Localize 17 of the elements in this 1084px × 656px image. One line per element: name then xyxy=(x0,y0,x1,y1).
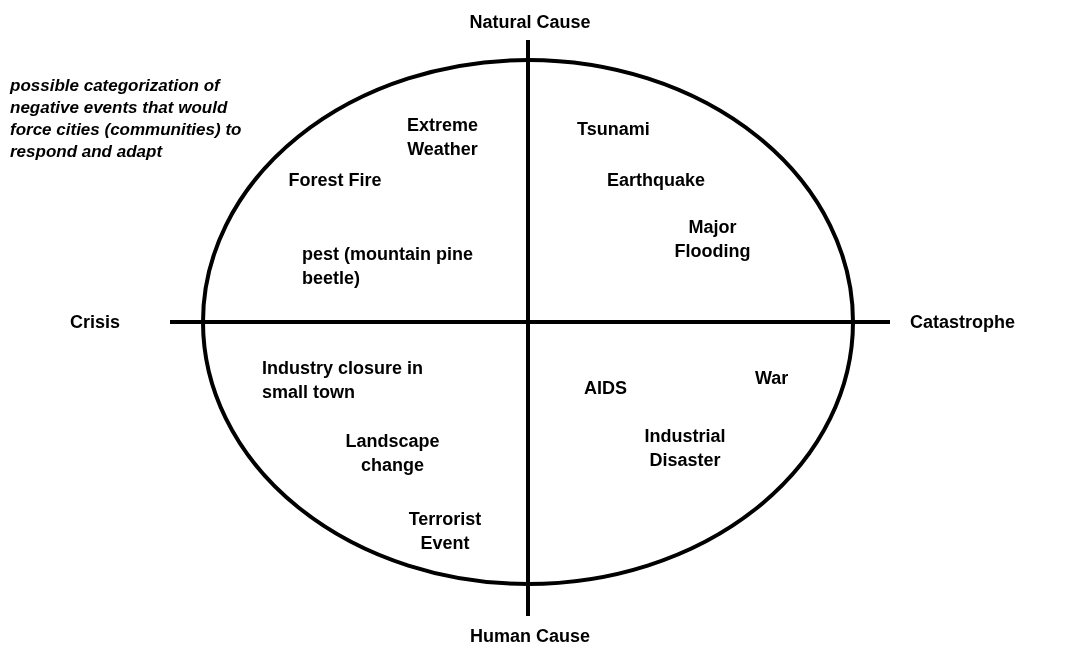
event-label: Forest Fire xyxy=(287,169,383,192)
axis-label: Human Cause xyxy=(468,625,591,648)
axis-label: Crisis xyxy=(70,311,122,334)
event-label: Landscape change xyxy=(344,430,441,477)
event-label: War xyxy=(755,367,790,390)
event-label: Industry closure in small town xyxy=(262,357,425,404)
event-label: Tsunami xyxy=(577,118,651,141)
event-label: pest (mountain pine beetle) xyxy=(302,243,474,290)
event-label: Industrial Disaster xyxy=(643,425,727,472)
event-label: Terrorist Event xyxy=(407,508,483,555)
event-label: Earthquake xyxy=(607,169,707,192)
event-label: Major Flooding xyxy=(673,216,752,263)
axis-label: Catastrophe xyxy=(910,311,1017,334)
axis-label: Natural Cause xyxy=(468,11,592,34)
event-label: Extreme Weather xyxy=(405,114,479,161)
note-text: possible categorization of negative events that would force cities (communities) to respond and adapt xyxy=(10,75,243,163)
event-label: AIDS xyxy=(584,377,628,400)
